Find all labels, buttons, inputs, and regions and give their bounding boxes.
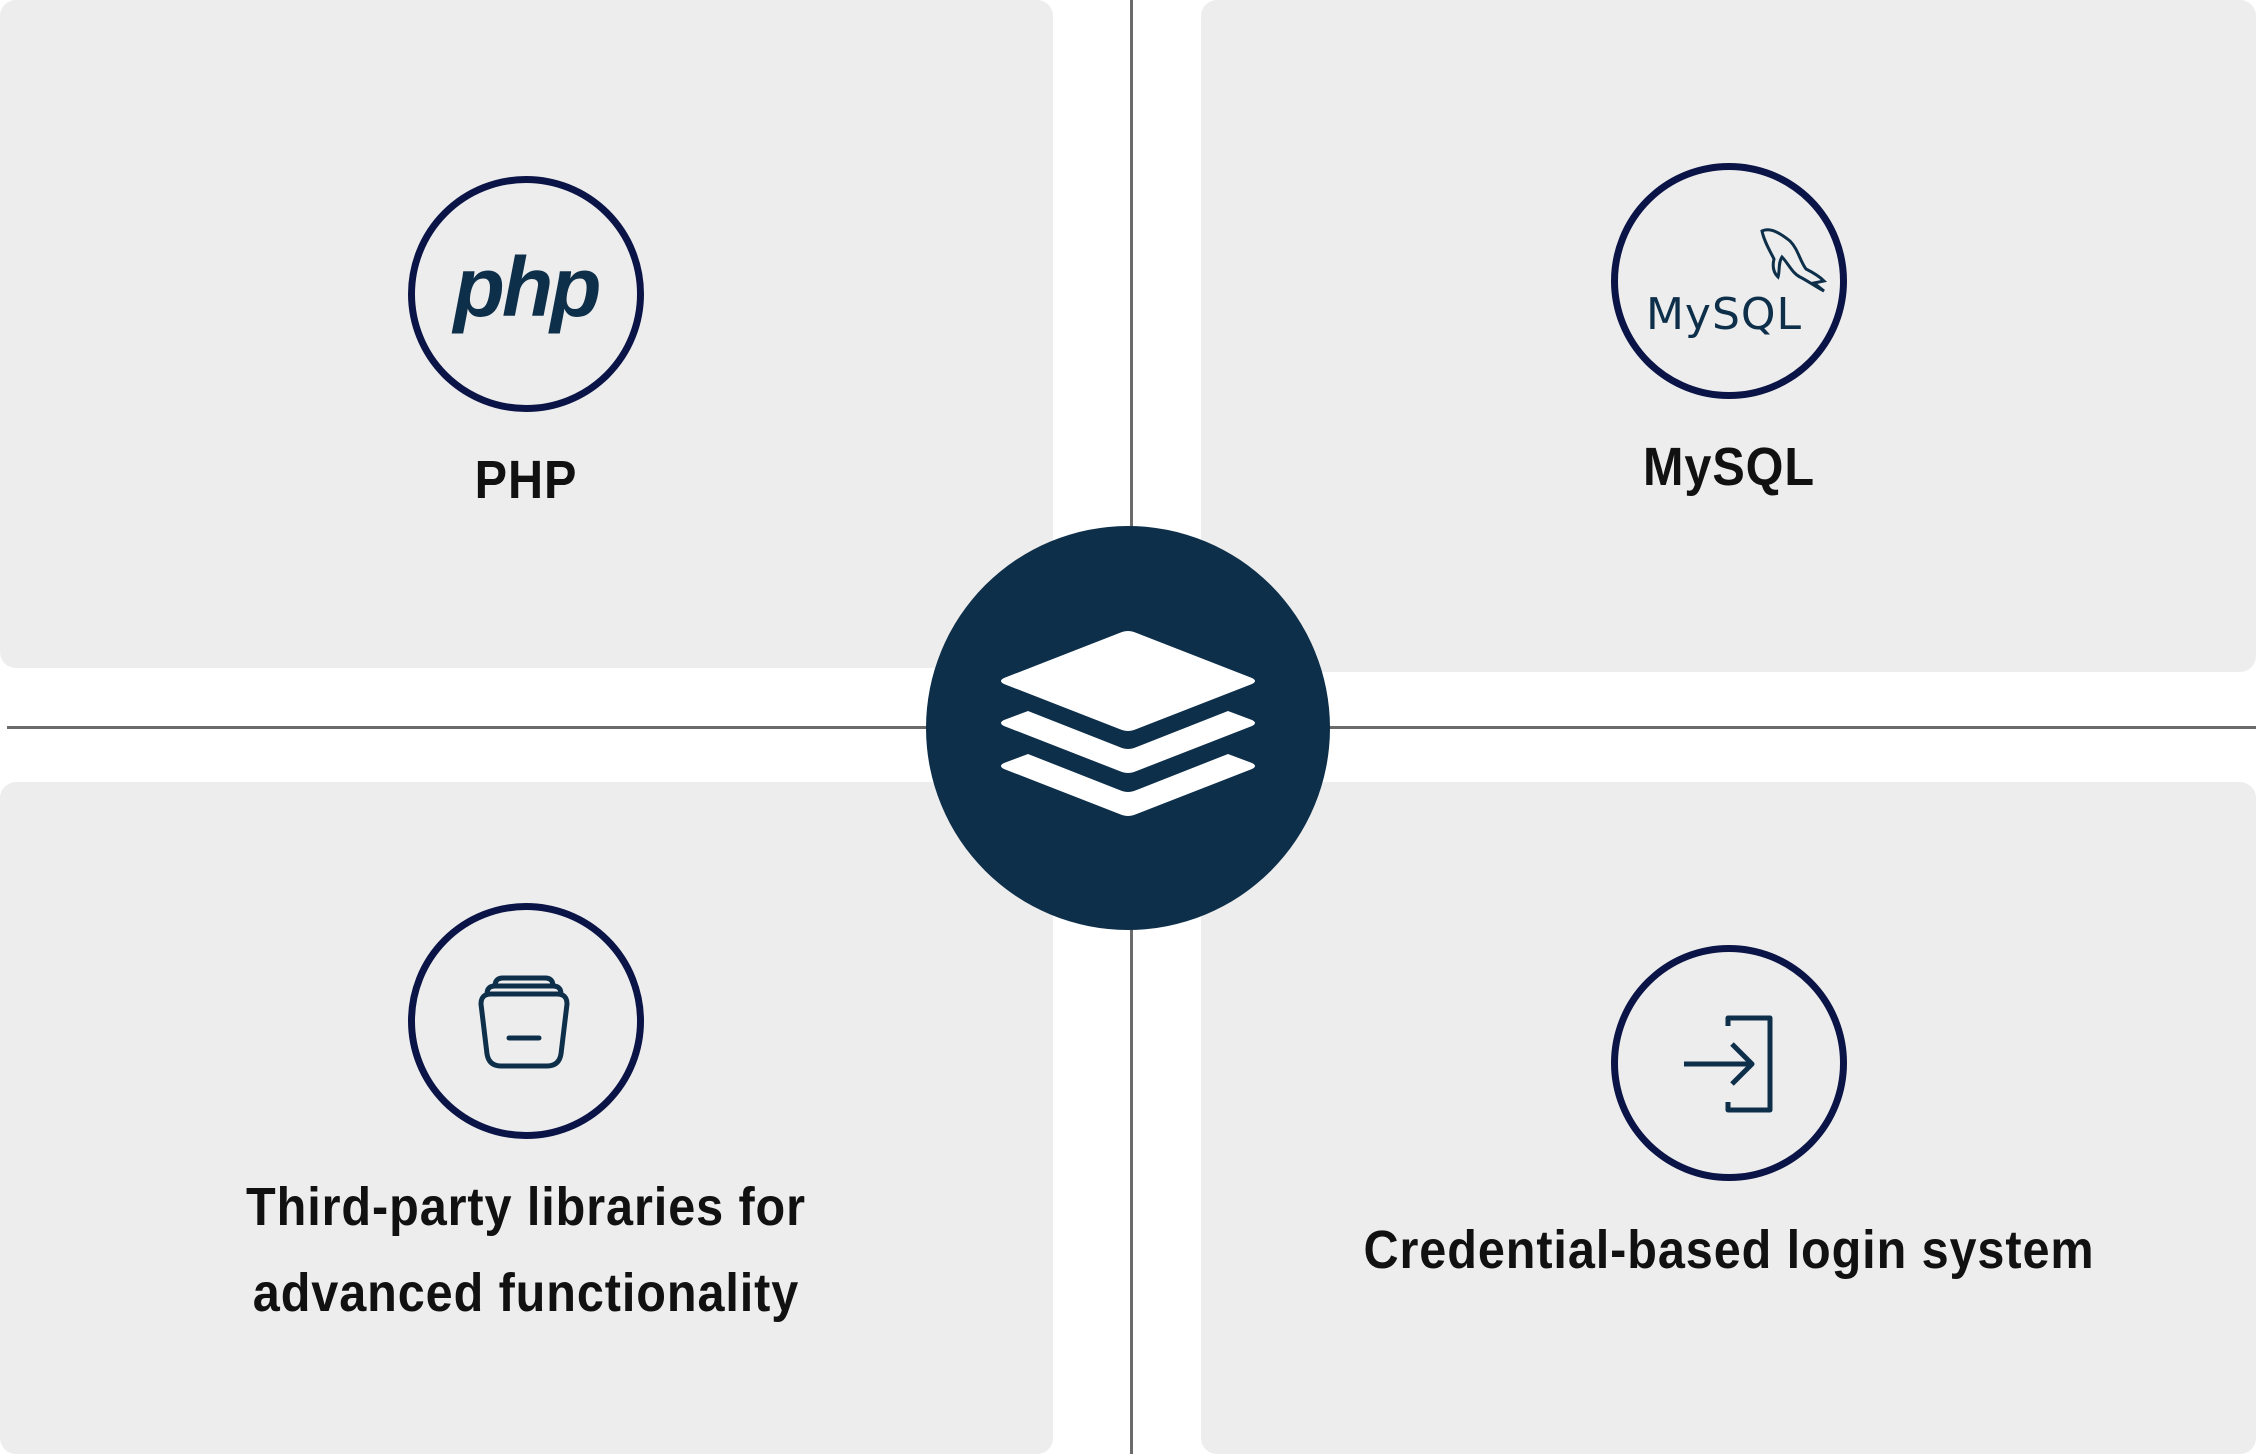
- login-icon: [1611, 945, 1847, 1181]
- mysql-label: MySQL: [1643, 437, 1815, 497]
- library-stack-icon: [408, 903, 644, 1139]
- php-logo-icon: php: [408, 176, 644, 412]
- svg-text:php: php: [452, 244, 600, 334]
- libraries-label-line2: advanced functionality: [252, 1263, 800, 1323]
- php-label: PHP: [474, 450, 578, 510]
- svg-text:MySQL: MySQL: [1646, 289, 1802, 340]
- libraries-label: Third-party libraries for advanced funct…: [166, 1164, 886, 1336]
- layers-icon: [1001, 631, 1255, 816]
- libraries-label-line1: Third-party libraries for: [246, 1177, 806, 1237]
- hub-circle: [926, 526, 1330, 930]
- mysql-logo-icon: MySQL: [1611, 163, 1847, 399]
- login-label: Credential-based login system: [1363, 1220, 2095, 1280]
